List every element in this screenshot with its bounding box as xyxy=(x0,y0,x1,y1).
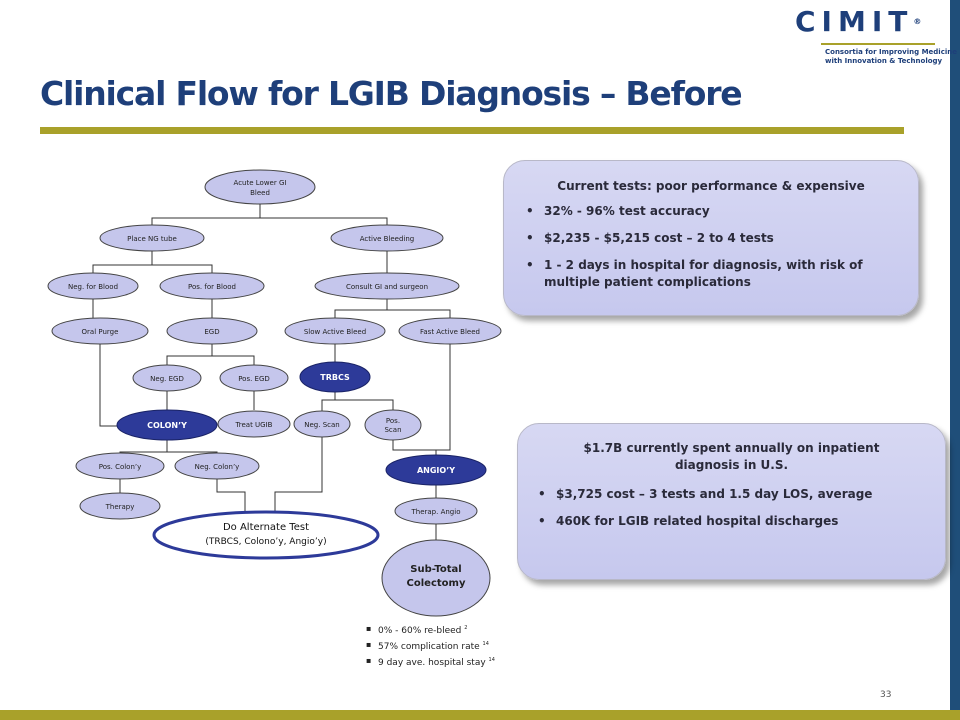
box-bullet: $2,235 - $5,215 cost – 2 to 4 tests xyxy=(526,230,904,247)
node-label: Neg. Scan xyxy=(304,421,339,429)
logo-tagline-line-1: Consortia for Improving Medicine xyxy=(825,48,957,56)
node-label: Acute Lower GI xyxy=(234,179,287,187)
node-label: Consult GI and surgeon xyxy=(346,283,428,291)
node-label: Bleed xyxy=(250,189,270,197)
node-angioy: ANGIO’Y xyxy=(385,454,487,486)
logo-word: CIMIT xyxy=(795,5,914,38)
node-pos-colony: Pos. Colon’y xyxy=(75,452,165,480)
connector-acute-active xyxy=(260,217,388,226)
node-treat-ugib: Treat UGIB xyxy=(217,410,291,438)
connector-egd-neg xyxy=(166,344,213,365)
connector-negscan-alt xyxy=(274,436,323,512)
node-label: Neg. for Blood xyxy=(68,283,118,291)
node-label: Scan xyxy=(384,426,401,434)
box-heading: Current tests: poor performance & expens… xyxy=(557,179,865,193)
node-slow-active-bleed: Slow Active Bleed xyxy=(284,317,386,345)
node-label: Colectomy xyxy=(407,578,466,589)
connector-posscan-angio xyxy=(392,440,436,451)
node-label: TRBCS xyxy=(320,373,350,382)
node-pos-for-blood: Pos. for Blood xyxy=(159,272,265,300)
connector-trbcs-neg xyxy=(321,391,336,411)
node-colony: COLON’Y xyxy=(116,409,218,441)
connector-consult-slow xyxy=(334,298,388,318)
node-label: Therap. Angio xyxy=(411,508,461,516)
logo-rule xyxy=(821,43,935,45)
node-oral-purge: Oral Purge xyxy=(51,317,149,345)
note-item: 9 day ave. hospital stay 14 xyxy=(366,654,495,670)
node-label: Place NG tube xyxy=(127,235,177,243)
node-label: EGD xyxy=(204,328,219,336)
node-label: Treat UGIB xyxy=(235,421,273,429)
flow-nodes: Acute Lower GI Bleed Place NG tube Activ… xyxy=(47,169,502,617)
node-pos-scan: Pos. Scan xyxy=(364,409,422,441)
box-bullet: 460K for LGIB related hospital discharge… xyxy=(538,513,933,530)
node-label: Slow Active Bleed xyxy=(304,328,366,336)
node-subtotal-colectomy: Sub-Total Colectomy xyxy=(381,539,491,617)
node-neg-egd: Neg. EGD xyxy=(132,364,202,392)
box-bullets: $3,725 cost – 3 tests and 1.5 day LOS, a… xyxy=(530,486,933,530)
connector-trbcs-pos xyxy=(335,399,394,411)
node-label: Sub-Total xyxy=(410,564,461,575)
box-bullets: 32% - 96% test accuracy $2,235 - $5,215 … xyxy=(518,203,904,291)
slide-title: Clinical Flow for LGIB Diagnosis – Befor… xyxy=(40,74,743,113)
connector-oral-colony xyxy=(99,344,118,427)
logo-registered-mark: ® xyxy=(913,17,922,26)
title-underline xyxy=(40,127,904,134)
connector-negcolony-alt xyxy=(216,479,246,512)
node-place-ng-tube: Place NG tube xyxy=(99,224,205,252)
node-label: Fast Active Bleed xyxy=(420,328,480,336)
connector-acute-ng xyxy=(151,203,261,226)
annual-spend-box: $1.7B currently spent annually on inpati… xyxy=(517,423,946,580)
node-label: Neg. Colon’y xyxy=(195,463,240,471)
node-neg-colony: Neg. Colon’y xyxy=(174,452,260,480)
note-item: 0% - 60% re-bleed 2 xyxy=(366,622,495,638)
node-therapy: Therapy xyxy=(79,492,161,520)
node-do-alternate-test: Do Alternate Test (TRBCS, Colono’y, Angi… xyxy=(152,510,380,560)
connector-ng-neg xyxy=(92,251,153,273)
node-label: Do Alternate Test xyxy=(223,522,309,533)
node-label: ANGIO’Y xyxy=(417,466,455,475)
box-heading: $1.7B currently spent annually on inpati… xyxy=(583,441,880,472)
outcome-notes: 0% - 60% re-bleed 2 57% complication rat… xyxy=(366,622,495,670)
node-consult-gi-surgeon: Consult GI and surgeon xyxy=(314,272,460,300)
node-label: Oral Purge xyxy=(82,328,119,336)
node-trbcs: TRBCS xyxy=(299,361,371,393)
node-label: (TRBCS, Colono’y, Angio’y) xyxy=(205,537,326,547)
connector-ng-pos xyxy=(152,264,213,273)
node-neg-scan: Neg. Scan xyxy=(293,410,351,438)
node-egd: EGD xyxy=(166,317,258,345)
node-label: Pos. Colon’y xyxy=(99,463,142,471)
node-label: Active Bleeding xyxy=(360,235,415,243)
page-number: 33 xyxy=(880,690,892,700)
node-neg-for-blood: Neg. for Blood xyxy=(47,272,139,300)
box-bullet: 32% - 96% test accuracy xyxy=(526,203,904,220)
box-bullet: 1 - 2 days in hospital for diagnosis, wi… xyxy=(526,257,904,291)
node-active-bleeding: Active Bleeding xyxy=(330,224,444,252)
node-therap-angio: Therap. Angio xyxy=(394,497,478,525)
logo-tagline-line-2: with Innovation & Technology xyxy=(825,57,943,65)
node-label: Pos. EGD xyxy=(238,375,270,383)
flow-connectors xyxy=(92,203,451,540)
node-pos-egd: Pos. EGD xyxy=(219,364,289,392)
node-label: Neg. EGD xyxy=(150,375,184,383)
node-label: Therapy xyxy=(105,503,135,511)
bottom-edge-bar xyxy=(0,710,960,720)
connector-egd-pos xyxy=(212,355,255,365)
node-acute-lower-gi-bleed: Acute Lower GI Bleed xyxy=(204,169,316,205)
connector-consult-fast xyxy=(387,309,451,318)
node-label: Pos. for Blood xyxy=(188,283,236,291)
cimit-logo: CIMIT® Consortia for Improving Medicine … xyxy=(795,5,957,66)
node-label: COLON’Y xyxy=(147,421,187,430)
node-label: Pos. xyxy=(386,417,400,425)
logo-tagline: Consortia for Improving Medicine with In… xyxy=(825,48,957,66)
current-tests-box: Current tests: poor performance & expens… xyxy=(503,160,919,316)
connector-fast-angio xyxy=(435,344,451,456)
box-bullet: $3,725 cost – 3 tests and 1.5 day LOS, a… xyxy=(538,486,933,503)
right-edge-bar xyxy=(950,0,960,720)
node-fast-active-bleed: Fast Active Bleed xyxy=(398,317,502,345)
note-item: 57% complication rate 14 xyxy=(366,638,495,654)
